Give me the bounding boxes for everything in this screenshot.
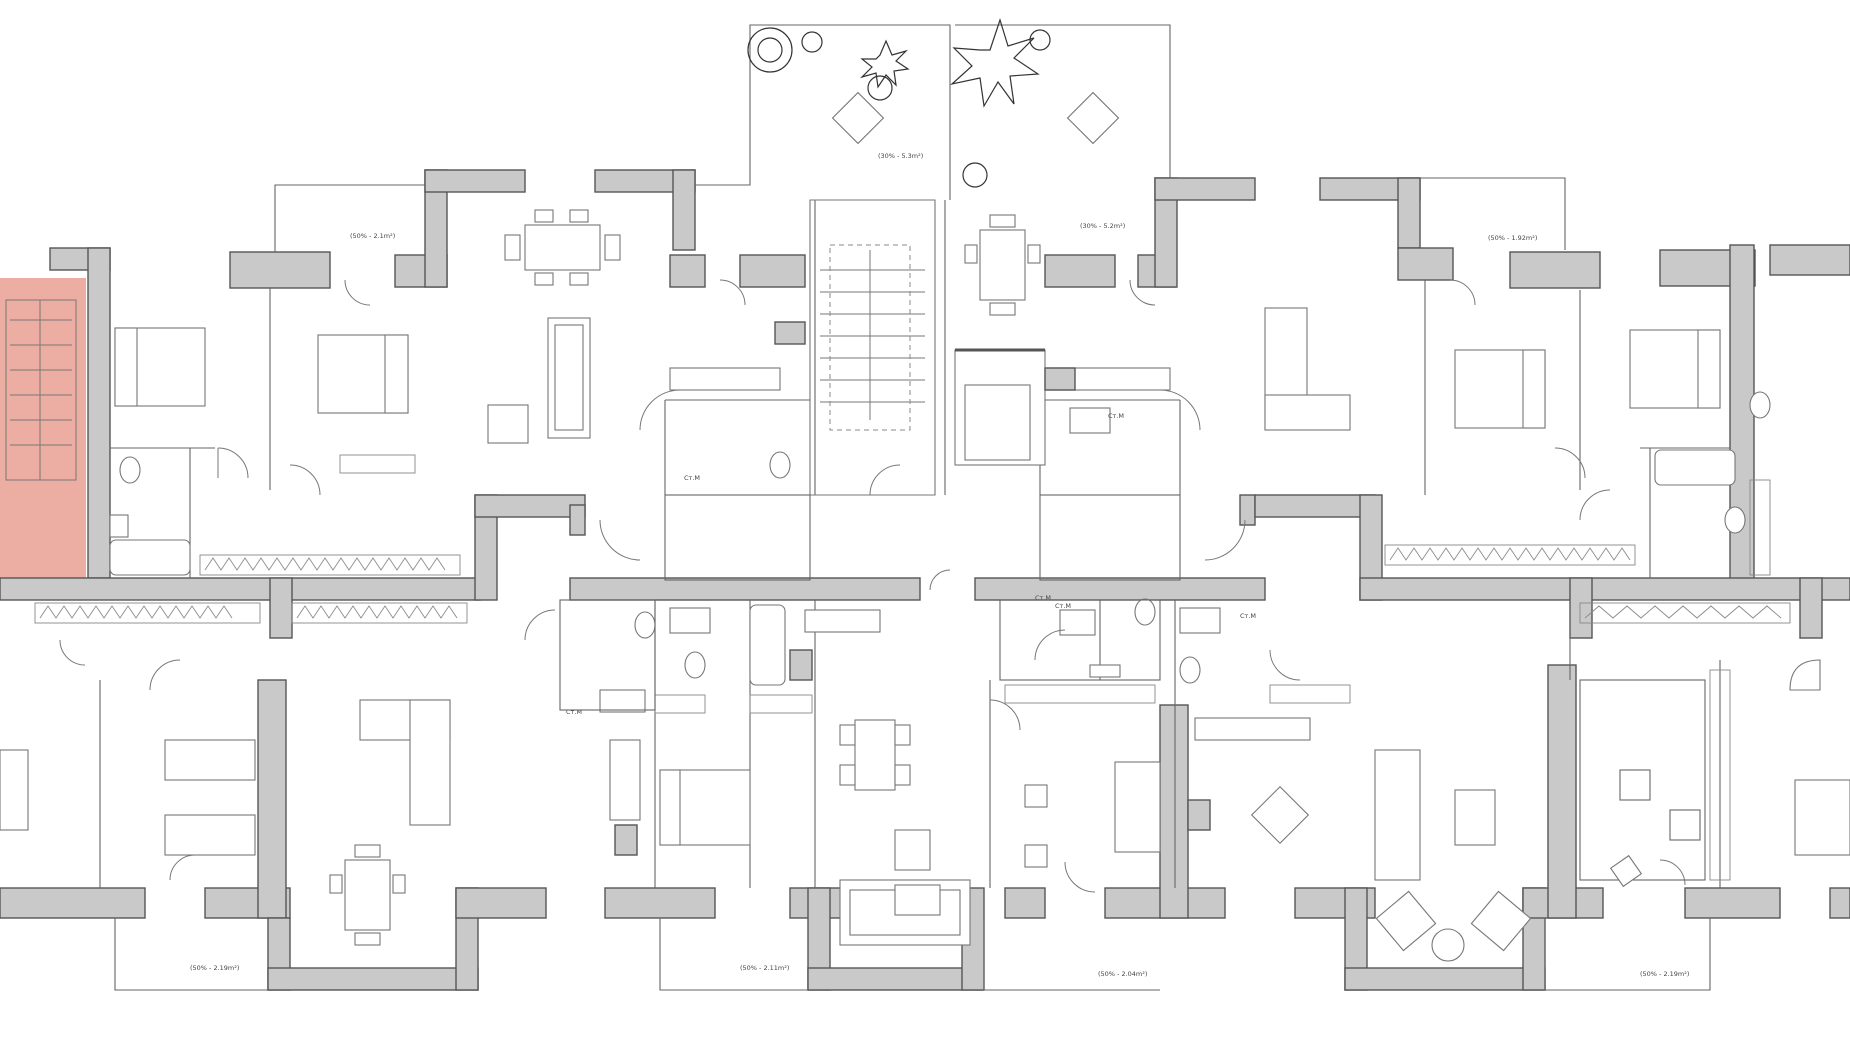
balcony-label: (30% - 5.3m²) bbox=[878, 152, 923, 160]
balcony-label: (50% - 2.11m²) bbox=[740, 964, 789, 972]
dining-table-icon bbox=[839, 719, 911, 791]
upper-walls bbox=[49, 169, 1850, 586]
wardrobe-icon bbox=[34, 454, 1791, 881]
fixture-label: Cт.М bbox=[566, 708, 582, 716]
fixture-label: Cт.М bbox=[1055, 602, 1071, 610]
fixture-label: Cт.М bbox=[1108, 412, 1124, 420]
balcony-label: (50% - 2.19m²) bbox=[1640, 970, 1689, 978]
fixture-label: Cт.М bbox=[684, 474, 700, 482]
kitchen-counter bbox=[599, 367, 1311, 821]
bathtub-icon bbox=[109, 449, 1821, 691]
toilet-icon bbox=[119, 391, 1771, 684]
bed-icon bbox=[0, 327, 1850, 856]
vent-shaft bbox=[614, 321, 1211, 856]
dining-table-icon bbox=[504, 209, 621, 286]
room-outlines bbox=[559, 494, 1706, 881]
balcony-label: (50% - 2.04m²) bbox=[1098, 970, 1147, 978]
dining-table-icon bbox=[964, 214, 1041, 316]
corridor-walls bbox=[0, 494, 1850, 639]
fixture-label: Cт.М bbox=[1240, 612, 1256, 620]
lower-walls bbox=[0, 664, 1850, 991]
dining-table-icon bbox=[831, 91, 1120, 145]
chair-icon bbox=[1024, 784, 1643, 888]
stairs-icon bbox=[5, 299, 77, 481]
balcony-label: (50% - 2.19m²) bbox=[190, 964, 239, 972]
stairs-icon bbox=[809, 199, 936, 496]
highlighted-unit[interactable] bbox=[0, 278, 86, 578]
balcony-label: (50% - 2.1m²) bbox=[350, 232, 395, 240]
dining-table-icon bbox=[329, 844, 406, 946]
dining-table-icon bbox=[1250, 785, 1310, 845]
plant-icon bbox=[747, 18, 1051, 188]
sofa-icon bbox=[359, 307, 1496, 946]
door-swing-icon bbox=[59, 279, 1686, 893]
elevator-shaft bbox=[954, 348, 1046, 466]
sink-icon bbox=[109, 407, 1221, 678]
armchair-icon bbox=[1375, 890, 1532, 962]
partitions bbox=[99, 200, 1730, 888]
balconies bbox=[114, 24, 1711, 991]
balcony-label: (50% - 1.92m²) bbox=[1488, 234, 1537, 242]
balcony-label: (30% - 5.2m²) bbox=[1080, 222, 1125, 230]
fixture-label: Cт.М bbox=[1035, 594, 1051, 602]
